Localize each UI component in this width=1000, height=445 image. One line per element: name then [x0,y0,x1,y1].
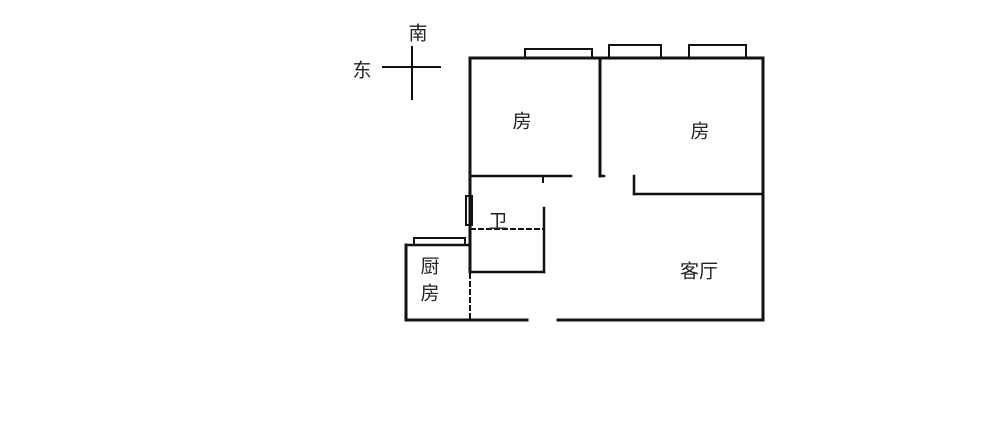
kitchen-label-line2: 房 [420,282,440,305]
bedroom-2-label: 房 [690,120,710,143]
compass-east-label: 东 [352,59,372,82]
kitchen-label-line1: 厨 [420,255,440,278]
bathroom-label: 卫 [488,210,508,233]
window [413,237,466,246]
window [688,44,747,59]
window [608,44,662,59]
bedroom-1-label: 房 [512,110,532,133]
window [524,48,593,59]
window [465,195,473,226]
living-room-label: 客厅 [679,260,719,283]
compass-south-label: 南 [408,22,428,45]
